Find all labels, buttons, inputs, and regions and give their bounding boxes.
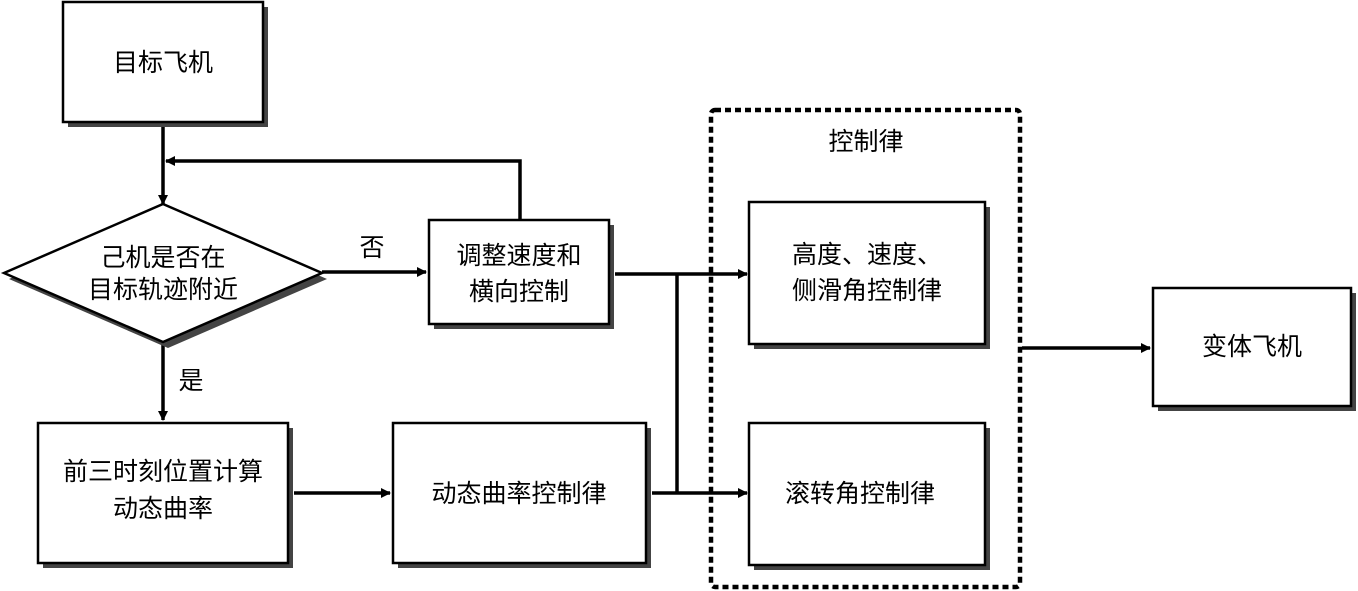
control-law-group-title: 控制律 <box>828 127 903 156</box>
calc-label-line1: 前三时刻位置计算 <box>63 457 263 486</box>
altitude-law-label-line1: 高度、速度、 <box>792 240 942 269</box>
dynamic-curvature-law-box: 动态曲率控制律 <box>391 421 651 568</box>
edge-label-yes: 是 <box>178 366 203 395</box>
decision-label-line2: 目标轨迹附近 <box>88 275 238 304</box>
altitude-law-label-line2: 侧滑角控制律 <box>792 276 942 305</box>
edge-adjust-feedback <box>165 156 522 220</box>
decision-diamond: 己机是否在 目标轨迹附近 <box>0 202 327 348</box>
adjust-label-line2: 横向控制 <box>469 277 569 306</box>
decision-label-line1: 己机是否在 <box>100 243 225 272</box>
target-aircraft-label: 目标飞机 <box>113 48 213 77</box>
dynamic-curvature-law-label: 动态曲率控制律 <box>431 479 606 508</box>
adjust-control-box: 调整速度和 横向控制 <box>427 218 614 329</box>
roll-angle-law-box: 滚转角控制律 <box>747 421 990 570</box>
control-law-group: 控制律 <box>708 107 1023 590</box>
target-aircraft-box: 目标飞机 <box>61 0 268 127</box>
altitude-speed-sideslip-law-box: 高度、速度、 侧滑角控制律 <box>747 200 990 349</box>
edge-label-no: 否 <box>359 233 384 262</box>
adjust-label-line1: 调整速度和 <box>456 241 581 270</box>
morphing-aircraft-box: 变体飞机 <box>1151 286 1356 411</box>
morphing-aircraft-label: 变体飞机 <box>1202 332 1302 361</box>
roll-angle-law-label: 滚转角控制律 <box>785 479 935 508</box>
connectors <box>158 122 1151 498</box>
calc-label-line2: 动态曲率 <box>113 494 213 523</box>
curvature-calc-box: 前三时刻位置计算 动态曲率 <box>36 421 293 568</box>
